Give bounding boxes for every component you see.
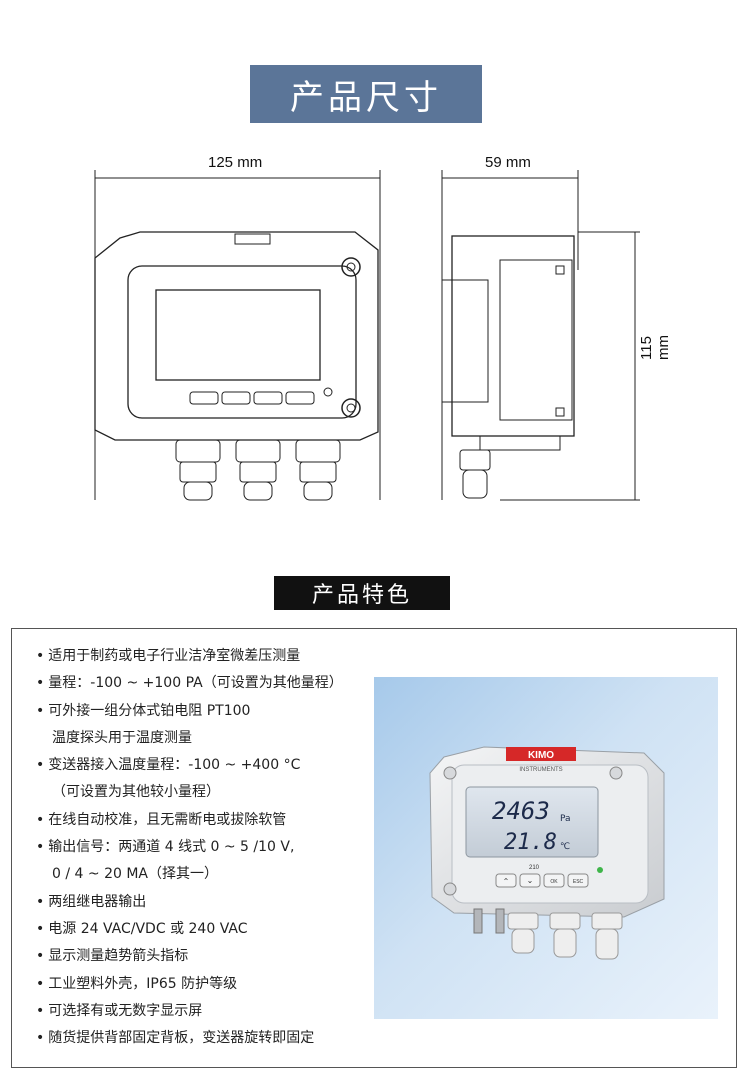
lcd-reading-2: 21.8 bbox=[504, 830, 557, 855]
depth-dimension: 59 mm bbox=[485, 154, 531, 171]
feature-item-continuation: （可设置为其他较小量程） bbox=[52, 784, 220, 801]
features-title: 产品特色 bbox=[274, 576, 450, 610]
lcd-unit-1: Pa bbox=[560, 814, 571, 824]
feature-item: 在线自动校准，且无需断电或拔除软管 bbox=[36, 807, 343, 834]
feature-item: 显示测量趋势箭头指标 bbox=[36, 943, 343, 970]
brand-subtitle: INSTRUMENTS bbox=[519, 767, 562, 773]
feature-item: 输出信号：两通道 4 线式 0 ~ 5 /10 V, bbox=[36, 834, 343, 861]
transmitter-illustration: KIMO INSTRUMENTS 2463 Pa 21.8 ℃ 210 ⌃ ⌄ … bbox=[429, 746, 665, 960]
feature-item: 可外接一组分体式铂电阻 PT100 bbox=[36, 698, 343, 725]
feature-item: 随货提供背部固定背板，变送器旋转即固定 bbox=[36, 1025, 343, 1052]
feature-item: 变送器接入温度量程：-100 ~ +400 °C bbox=[36, 752, 343, 779]
lcd-unit-2: ℃ bbox=[560, 842, 570, 852]
up-arrow-icon: ⌃ bbox=[503, 877, 510, 886]
width-dimension: 125 mm bbox=[208, 154, 263, 171]
feature-item: 工业塑料外壳，IP65 防护等级 bbox=[36, 971, 343, 998]
ok-key-label: OK bbox=[550, 879, 558, 885]
feature-item: 电源 24 VAC/VDC 或 240 VAC bbox=[36, 916, 343, 943]
lcd-reading-1: 2463 bbox=[492, 797, 550, 825]
down-arrow-icon: ⌄ bbox=[527, 876, 534, 885]
esc-key-label: ESC bbox=[573, 879, 584, 885]
height-dimension: 115 mm bbox=[638, 335, 672, 360]
technical-drawing bbox=[94, 170, 640, 501]
status-led-icon bbox=[597, 867, 603, 873]
brand-logo: KIMO bbox=[528, 750, 554, 761]
model-number: 210 bbox=[529, 865, 540, 871]
feature-item-continuation: 温度探头用于温度测量 bbox=[52, 729, 192, 746]
dimension-drawing: 125 mm 59 mm 115 mm bbox=[80, 140, 680, 520]
feature-item: 可选择有或无数字显示屏 bbox=[36, 998, 343, 1025]
dimensions-title: 产品尺寸 bbox=[250, 65, 482, 123]
features-panel: 适用于制药或电子行业洁净室微差压测量 量程：-100 ~ +100 PA（可设置… bbox=[11, 628, 737, 1068]
feature-item: 量程：-100 ~ +100 PA（可设置为其他量程） bbox=[36, 670, 342, 697]
feature-item: 适用于制药或电子行业洁净室微差压测量 bbox=[36, 643, 343, 670]
feature-item-continuation: 0 / 4 ~ 20 MA（择其一） bbox=[52, 866, 218, 883]
feature-item: 两组继电器输出 bbox=[36, 889, 343, 916]
product-photo: KIMO INSTRUMENTS 2463 Pa 21.8 ℃ 210 ⌃ ⌄ … bbox=[374, 677, 718, 1019]
feature-list: 适用于制药或电子行业洁净室微差压测量 量程：-100 ~ +100 PA（可设置… bbox=[36, 643, 343, 1052]
